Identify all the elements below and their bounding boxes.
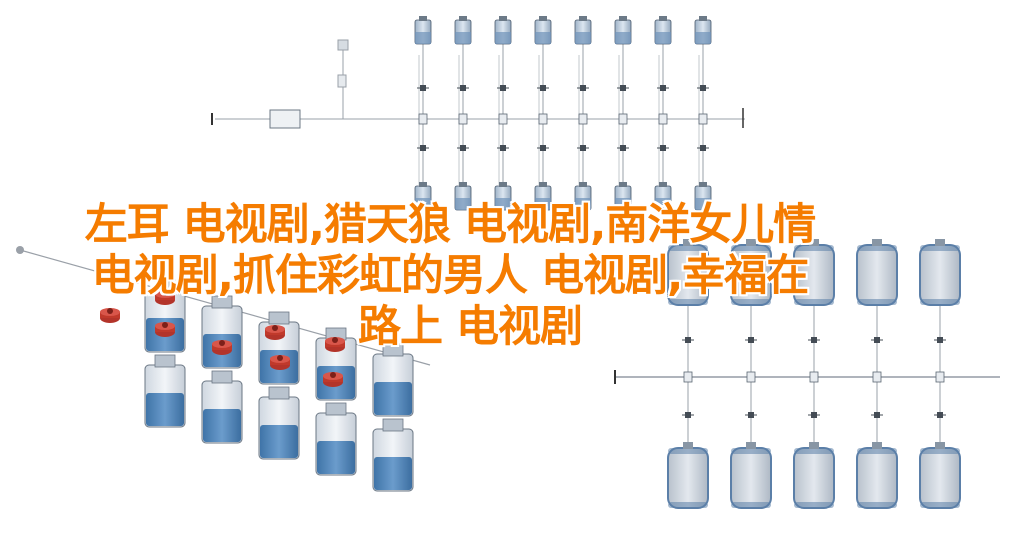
connector-icon (746, 371, 756, 383)
tank-icon (730, 441, 772, 509)
right-tank-manifold (614, 238, 1000, 509)
clamp-icon (681, 411, 695, 419)
vial-icon (654, 15, 672, 45)
vial-icon (574, 15, 592, 45)
bottle-icon (372, 343, 414, 417)
red-cap-icon (270, 355, 290, 370)
connector-icon (458, 113, 468, 125)
connector-icon (658, 113, 668, 125)
tank-icon (919, 441, 961, 509)
tank-icon (667, 441, 709, 509)
connector-icon (498, 113, 508, 125)
vial-icon (534, 15, 552, 45)
clamp-icon (744, 411, 758, 419)
top-manifold-columns (414, 15, 744, 211)
clamp-icon (933, 336, 947, 344)
clamp-icon (933, 411, 947, 419)
title-line-2: 电视剧,抓住彩虹的男人 电视剧,幸福在 (91, 251, 810, 301)
left-bottle-rack (16, 246, 431, 492)
bottle-icon (201, 370, 243, 444)
tank-icon (793, 441, 835, 509)
vial-icon (454, 15, 472, 45)
connector-icon (578, 113, 588, 125)
title-line-1: 左耳 电视剧,猎天狼 电视剧,南洋女儿情 (84, 200, 817, 250)
title-line-3: 路上 电视剧 (358, 302, 583, 352)
vial-icon (494, 15, 512, 45)
connector-icon (418, 113, 428, 125)
connector-icon (872, 371, 882, 383)
clamp-icon (870, 411, 884, 419)
connector-icon (618, 113, 628, 125)
clamp-icon (807, 411, 821, 419)
bottle-icon (372, 418, 414, 492)
page-title: 左耳 电视剧,猎天狼 电视剧,南洋女儿情 电视剧,抓住彩虹的男人 电视剧,幸福在… (0, 200, 900, 353)
connector-icon (935, 371, 945, 383)
top-manifold-diagram (211, 39, 745, 129)
red-cap-icon (323, 372, 343, 387)
bottle-icon (144, 354, 186, 428)
connector-icon (698, 113, 708, 125)
bottle-icon (258, 386, 300, 460)
connector-icon (683, 371, 693, 383)
tank-icon (856, 441, 898, 509)
vial-icon (414, 15, 432, 45)
bottle-icon (315, 402, 357, 476)
tank-icon (919, 238, 961, 306)
vial-icon (694, 15, 712, 45)
vial-icon (614, 15, 632, 45)
connector-icon (538, 113, 548, 125)
connector-icon (809, 371, 819, 383)
